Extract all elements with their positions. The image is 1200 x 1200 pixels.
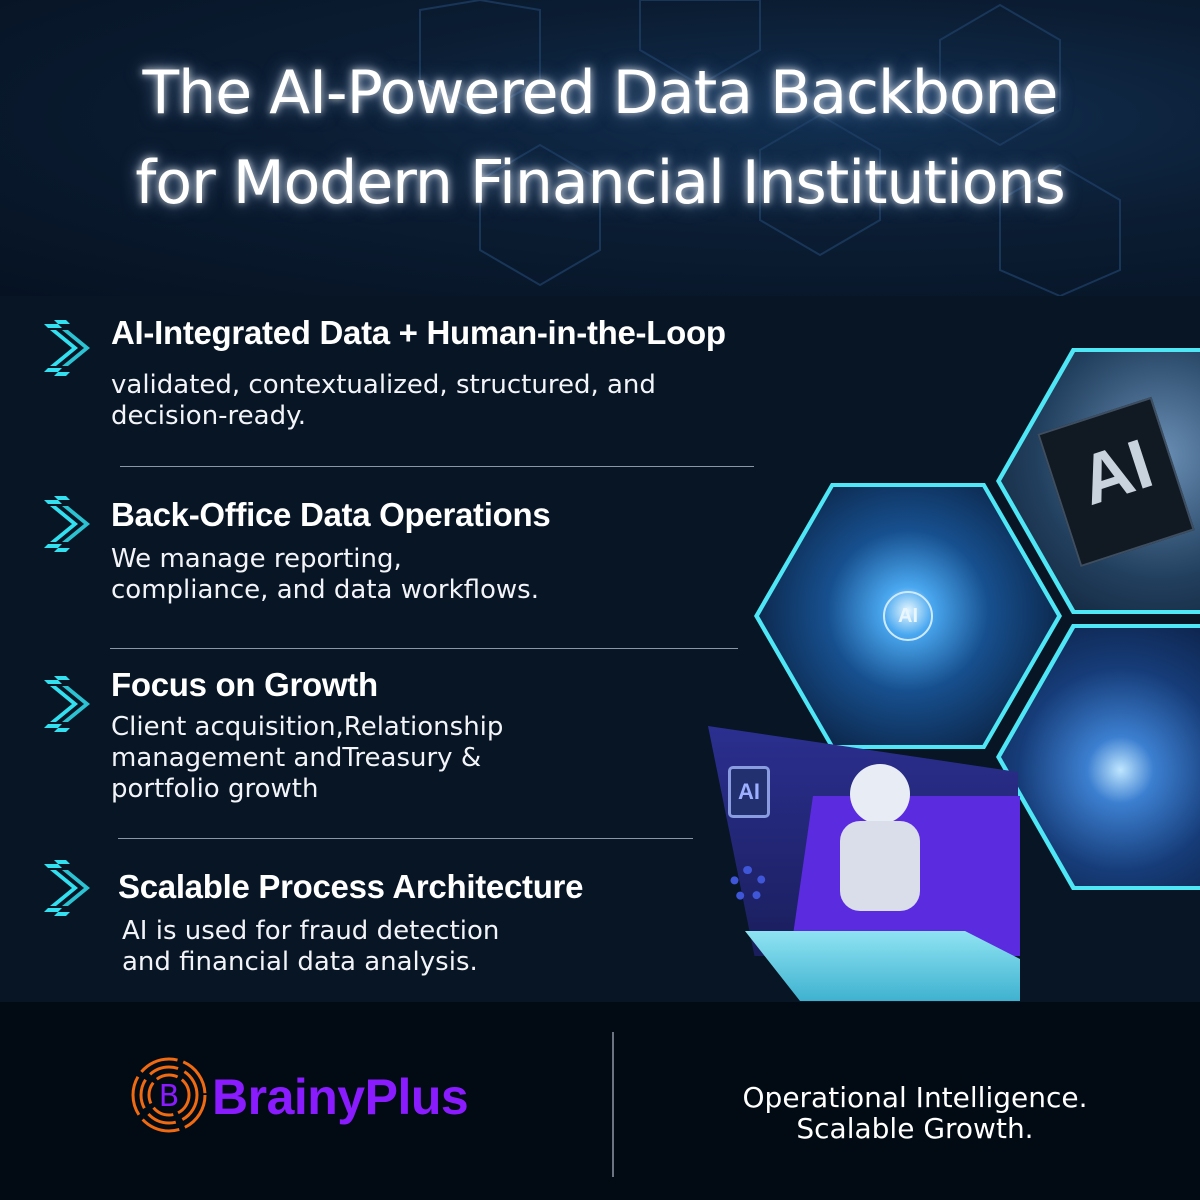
double-chevron-right-icon (44, 496, 90, 552)
feature-body: and financial data analysis. (122, 947, 478, 977)
double-chevron-right-icon (44, 676, 90, 732)
feature-title: Scalable Process Architecture (118, 868, 584, 905)
feature-body: decision-ready. (111, 401, 307, 431)
laptop-robot-image: AI (700, 716, 1020, 1006)
feature-body: We manage reporting, (111, 544, 402, 574)
page-title-line-2: for Modern Financial Institutions (135, 148, 1066, 218)
laptop-keyboard (745, 931, 1020, 1001)
feature-title: AI-Integrated Data + Human-in-the-Loop (111, 314, 726, 351)
double-chevron-right-icon (44, 860, 90, 916)
tagline-line-2: Scalable Growth. (796, 1112, 1034, 1145)
vertical-divider (612, 1032, 614, 1177)
tagline-line-1: Operational Intelligence. (742, 1081, 1088, 1114)
features-section: AI-Integrated Data + Human-in-the-Loop v… (0, 296, 1200, 1002)
divider (118, 838, 693, 839)
feature-body: portfolio growth (111, 774, 319, 804)
ai-chip-badge: AI (728, 766, 770, 818)
gear-icon (730, 866, 766, 902)
page-title-line-1: The AI-Powered Data Backbone (142, 58, 1059, 128)
feature-body: Client acquisition,Relationship (111, 712, 504, 742)
feature-body: validated, contextualized, structured, a… (111, 370, 656, 400)
brand-name: BrainyPlus (212, 1069, 469, 1125)
feature-title: Focus on Growth (111, 666, 378, 703)
feature-body: compliance, and data workflows. (111, 575, 539, 605)
feature-title: Back-Office Data Operations (111, 496, 551, 533)
hexagon-pattern (419, 0, 1121, 296)
tagline: Operational Intelligence. Scalable Growt… (700, 1082, 1130, 1144)
footer: B BrainyPlus Operational Intelligence. S… (0, 1002, 1200, 1200)
header: The AI-Powered Data Backbone for Modern … (0, 0, 1200, 296)
feature-body: AI is used for fraud detection (122, 916, 500, 946)
logo-letter: B (159, 1079, 180, 1114)
divider (110, 648, 738, 649)
ai-touch-image: AI (759, 487, 1057, 745)
feature-body: management andTreasury & (111, 743, 482, 773)
divider (120, 466, 754, 467)
double-chevron-right-icon (44, 320, 90, 376)
brainyplus-logo: B (131, 1057, 207, 1133)
ai-badge: AI (883, 591, 933, 641)
